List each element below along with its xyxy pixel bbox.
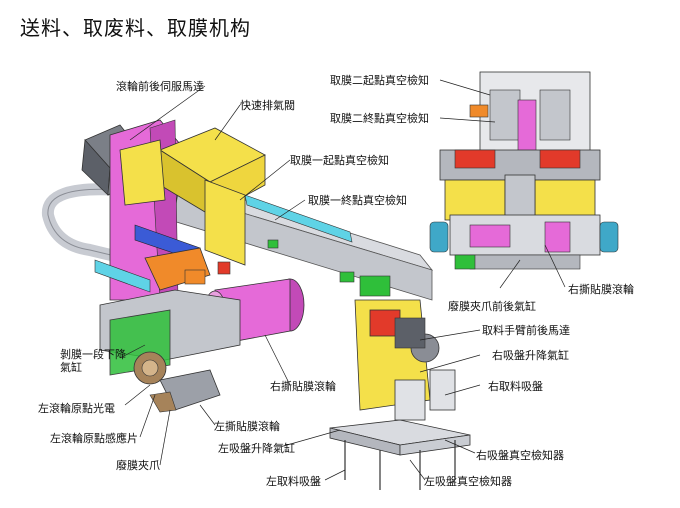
- label-left-suction-lift-cylinder: 左吸盤升降氣缸: [218, 442, 295, 455]
- label-left-film-roller: 左撕貼膜滾輪: [214, 420, 280, 433]
- red-block: [217, 261, 231, 275]
- label-take-film1-end-vacuum: 取膜一終點真空檢知: [308, 194, 407, 207]
- cyan-rail: [244, 194, 353, 243]
- label-left-pickup-suction: 左取料吸盤: [266, 475, 321, 488]
- yellow-block-mid: [204, 179, 246, 266]
- label-right-suction-vacuum-detector: 右吸盤真空檢知器: [476, 449, 564, 462]
- green-block: [339, 271, 355, 283]
- label-right-film-roller: 右撕貼膜滾輪: [270, 380, 336, 393]
- label-peel-stage1-cylinder: 剝膜一段下降氣缸: [60, 348, 126, 374]
- label-left-suction-vacuum-detector: 左吸盤真空檢知器: [424, 475, 512, 488]
- label-roller-servo-motor: 滾輪前後伺服馬達: [116, 80, 204, 93]
- label-right-pickup-suction: 右取料吸盤: [488, 380, 543, 393]
- label-quick-exhaust-valve: 快速排氣閥: [240, 99, 295, 112]
- label-left-roller-origin-plate: 左滾輪原點感應片: [50, 432, 138, 445]
- label-pickup-arm-motor: 取料手臂前後馬達: [482, 324, 570, 337]
- label-take-film1-start-vacuum: 取膜一起點真空檢知: [290, 154, 389, 167]
- inset-front-view: [429, 71, 619, 270]
- label-right-film-roller-inset: 右撕貼膜滾輪: [568, 283, 634, 296]
- label-take-film2-start-vacuum: 取膜二起點真空檢知: [330, 74, 429, 87]
- page-title: 送料、取废料、取膜机构: [20, 16, 251, 40]
- label-waste-gripper-cylinder: 廢膜夾爪前後氣缸: [448, 300, 536, 313]
- label-take-film2-end-vacuum: 取膜二終點真空檢知: [330, 112, 429, 125]
- label-right-suction-lift-cylinder: 右吸盤升降氣缸: [492, 349, 569, 362]
- label-left-roller-origin-sensor: 左滾輪原點光電: [38, 402, 115, 415]
- label-waste-gripper: 廢膜夾爪: [116, 459, 160, 472]
